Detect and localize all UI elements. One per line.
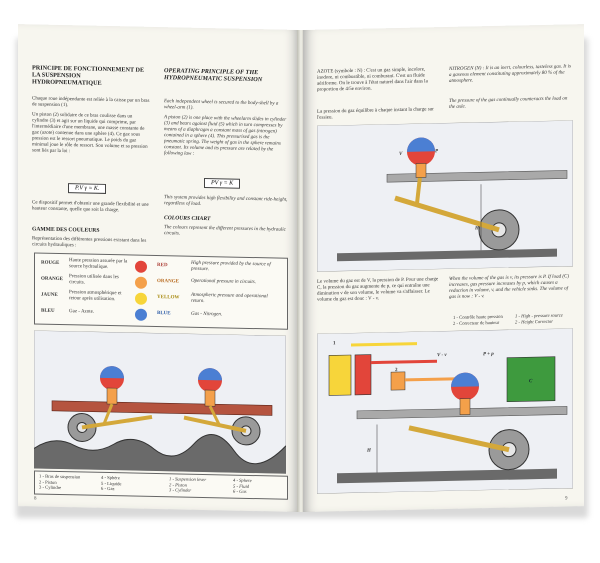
color-fr-desc: Pression utilisée dans les circuits. [69,274,119,286]
en-paragraph-1: Each independent wheel is secured to the… [164,99,279,111]
color-row-blue: BLEU Gaz - Azote. BLUE Gas - Nitrogen. [35,305,287,324]
fr-paragraph-2: Un piston (2) solidaire de ce bras couli… [32,112,148,155]
en-gas-pressure-text: The pressure of the gas continually coun… [449,96,568,110]
en-nitrogen-text: NITROGEN (N) : It is an inert, colourles… [449,64,571,84]
fig2-volume-label: V - v [437,352,447,359]
book-spine [297,30,305,512]
en-colors-heading: COLOURS CHART [164,215,211,223]
open-brochure: PRINCIPE DE FONCTIONNEMENT DE LA SUSPENS… [18,24,584,512]
right-page: AZOTE (symbole : N) : C'est un gaz simpl… [303,24,584,512]
fig2-legend-en: 1 - High - pressure source 2 - Height Co… [515,312,563,325]
fr-colors-text: Représentation des différentes pressions… [32,236,147,249]
yellow-swatch [135,292,147,305]
height-corrector-figure [317,328,573,494]
color-fr-name: BLEU [41,308,55,314]
fr-heading: PRINCIPE DE FONCTIONNEMENT DE LA SUSPENS… [32,64,145,87]
fr-formula: P.V γ = K. [68,183,107,194]
color-fr-desc: Pression atmosphérique et retour après u… [69,290,122,303]
fig2-load-label: C [529,379,533,385]
color-en-desc: High pressure provided by the source of … [191,260,271,273]
fig2-label-1: 1 [333,341,336,347]
red-swatch [135,260,147,273]
diagram-legend: 1 - Bras de suspension 2 - Piston 3 - Cy… [34,470,288,500]
fig1-height-label: H [475,226,479,232]
fig1-volume-label: V [399,151,403,157]
en-paragraph-2: A piston (2) is one place with the wheel… [164,115,287,157]
fig2-pressure-label: P + p [483,352,494,358]
fig2-height-label: H [367,448,371,454]
en-colors-text: The colours represent the different pres… [164,225,286,237]
color-en-name: RED [157,263,168,269]
color-en-desc: Gas - Nitrogen. [191,311,223,318]
fr-nitrogen-text: AZOTE (symbole : N) : C'est un gaz simpl… [317,67,428,93]
gas-spring-figure [317,120,573,272]
color-fr-name: JAUNE [41,292,58,298]
orange-swatch [135,276,147,289]
color-chart: ROUGE Haute pression assurée par la sour… [34,252,288,330]
fr-gas-pressure-text: La pression du gaz équilibre à chaque in… [317,107,434,121]
color-fr-desc: Gaz - Azote. [69,309,95,315]
legend-en-1: 1 - Suspension lever 2 - Piston 3 - Cyli… [169,476,207,493]
fr-paragraph-3: Ce dispositif permet d'obtenir une grand… [32,200,149,214]
page-number-left: 8 [34,496,37,502]
suspension-diagram [34,330,286,474]
page-number-right: 9 [565,496,568,502]
color-fr-name: ROUGE [41,260,60,266]
color-fr-desc: Haute pression assurée par la source hyd… [69,258,128,271]
color-en-desc: Operational pressure in circuits. [191,278,256,286]
fig2-legend-fr: 1 - Contrôle haute pression 2 - Correcte… [453,313,503,326]
color-en-desc: Atmospheric pressure and operational ret… [191,292,268,305]
color-en-name: YELLOW [157,295,180,301]
fr-colors-heading: GAMME DES COULEURS [32,226,100,234]
blue-swatch [135,308,147,321]
fr-volume-text: Le volume du gaz est de V, la pression d… [317,277,439,303]
fig1-pressure-label: P [435,149,439,155]
en-formula: PV γ = K [204,178,241,189]
fig2-label-2: 2 [395,368,398,374]
en-heading: OPERATING PRINCIPLE OF THE HYDROPNEUMATI… [164,67,263,84]
color-fr-name: ORANGE [41,276,63,283]
en-volume-text: When the volume of the gas is v, its pre… [449,274,569,300]
legend-en-2: 4 - Sphere 5 - Fluid 6 - Gas [233,477,252,494]
en-paragraph-3: This system provides high flexibility an… [164,195,288,207]
left-page: PRINCIPE DE FONCTIONNEMENT DE LA SUSPENS… [18,24,299,512]
fr-paragraph-1: Chaque roue indépendante est reliée à la… [32,96,150,109]
color-en-name: BLUE [157,311,171,317]
color-en-name: ORANGE [157,279,179,285]
legend-fr-2: 4 - Sphère 5 - Liquide 6 - Gaz [101,474,122,492]
legend-fr-1: 1 - Bras de suspension 2 - Piston 3 - Cy… [39,473,81,491]
